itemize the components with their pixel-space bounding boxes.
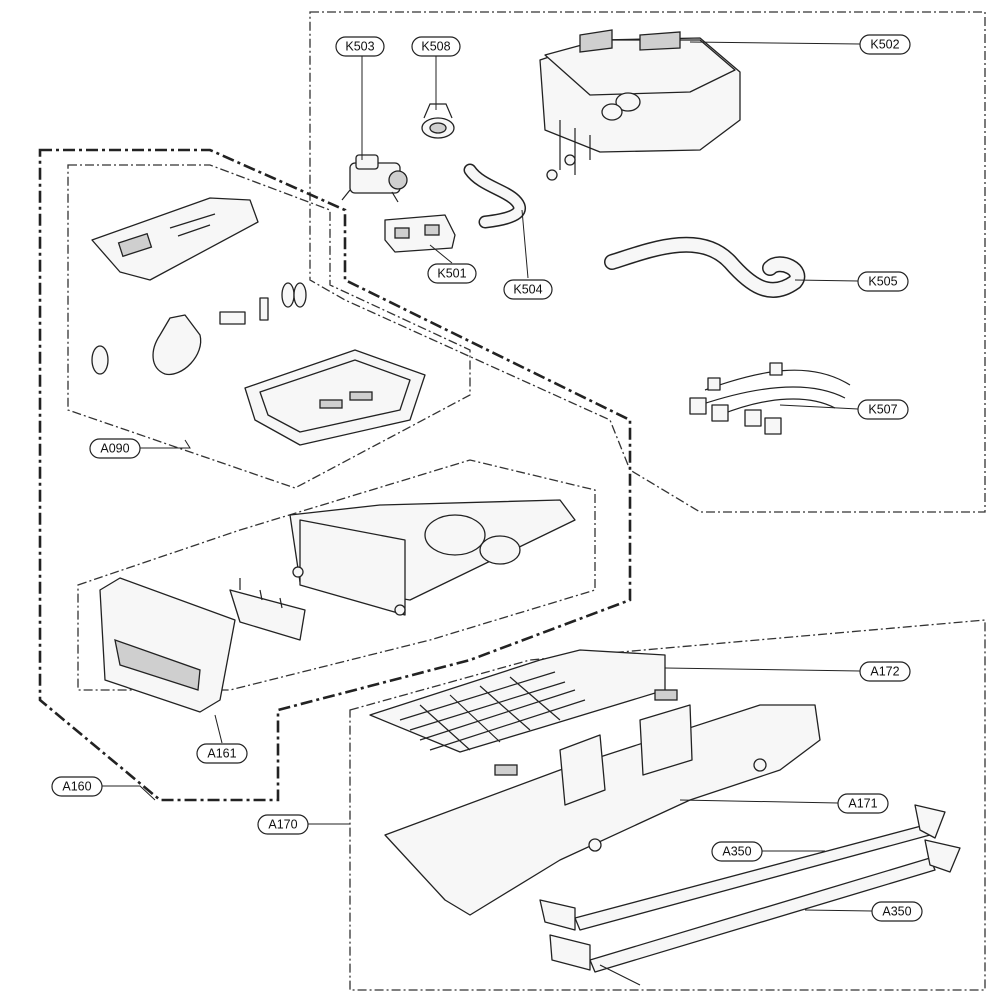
callout-label-a160: A160 bbox=[62, 780, 91, 794]
callout-label-a161: A161 bbox=[207, 747, 236, 761]
boundary-a161 bbox=[77, 459, 596, 691]
a172-grille-part bbox=[369, 649, 666, 753]
callout-label-k505: K505 bbox=[868, 275, 897, 289]
a171-housing-part bbox=[384, 689, 821, 916]
boundary-a090 bbox=[67, 164, 471, 489]
callout-label-a171: A171 bbox=[848, 797, 877, 811]
callout-a170: A170 bbox=[257, 814, 309, 835]
callout-label-k508: K508 bbox=[421, 40, 450, 54]
callout-label-a170: A170 bbox=[268, 818, 297, 832]
a350-rail-lower-part bbox=[549, 839, 961, 986]
a161-drawer-housing-part bbox=[289, 499, 576, 616]
callout-a160: A160 bbox=[51, 776, 103, 797]
a090-siphon-part bbox=[91, 314, 202, 376]
k507-wire-harness-part bbox=[689, 362, 851, 435]
callout-label-a350-lower: A350 bbox=[882, 905, 911, 919]
a090-small-parts bbox=[219, 282, 307, 325]
callout-a172: A172 bbox=[859, 661, 911, 682]
leader-lines bbox=[102, 41, 873, 912]
callout-a171: A171 bbox=[837, 793, 889, 814]
a161-lever-part bbox=[229, 578, 306, 641]
k503-valve-part bbox=[341, 154, 408, 203]
callout-k504: K504 bbox=[503, 279, 553, 300]
callout-k505: K505 bbox=[857, 271, 909, 292]
k504-hose-part bbox=[463, 163, 526, 229]
callout-k503: K503 bbox=[335, 36, 385, 57]
k505-hose-part bbox=[604, 236, 806, 298]
boundary-a160 bbox=[38, 148, 632, 802]
k501-connector-part bbox=[384, 214, 456, 253]
callout-label-a090: A090 bbox=[100, 442, 129, 456]
callout-label-k507: K507 bbox=[868, 403, 897, 417]
a090-cover-part bbox=[91, 197, 259, 281]
callout-k507: K507 bbox=[857, 399, 909, 420]
callout-a161: A161 bbox=[196, 743, 248, 764]
callout-label-k504: K504 bbox=[513, 283, 542, 297]
k508-clip-part bbox=[421, 103, 455, 139]
boundary-a170 bbox=[349, 619, 986, 991]
callout-label-a350-upper: A350 bbox=[722, 845, 751, 859]
callout-a350-lower: A350 bbox=[871, 901, 923, 922]
a161-drawer-handle-part bbox=[99, 577, 236, 713]
callout-a350-upper: A350 bbox=[711, 841, 763, 862]
callout-k502: K502 bbox=[859, 34, 911, 55]
boundary-k-group bbox=[309, 11, 986, 513]
k502-water-box-part bbox=[539, 29, 741, 181]
callout-label-k502: K502 bbox=[870, 38, 899, 52]
callout-label-a172: A172 bbox=[870, 665, 899, 679]
callout-k508: K508 bbox=[411, 36, 461, 57]
a350-rail-upper-part bbox=[539, 804, 946, 931]
callout-label-k501: K501 bbox=[437, 267, 466, 281]
callout-a090: A090 bbox=[89, 438, 141, 459]
callout-label-k503: K503 bbox=[345, 40, 374, 54]
callout-k501: K501 bbox=[427, 263, 477, 284]
a090-tray-part bbox=[244, 349, 426, 446]
